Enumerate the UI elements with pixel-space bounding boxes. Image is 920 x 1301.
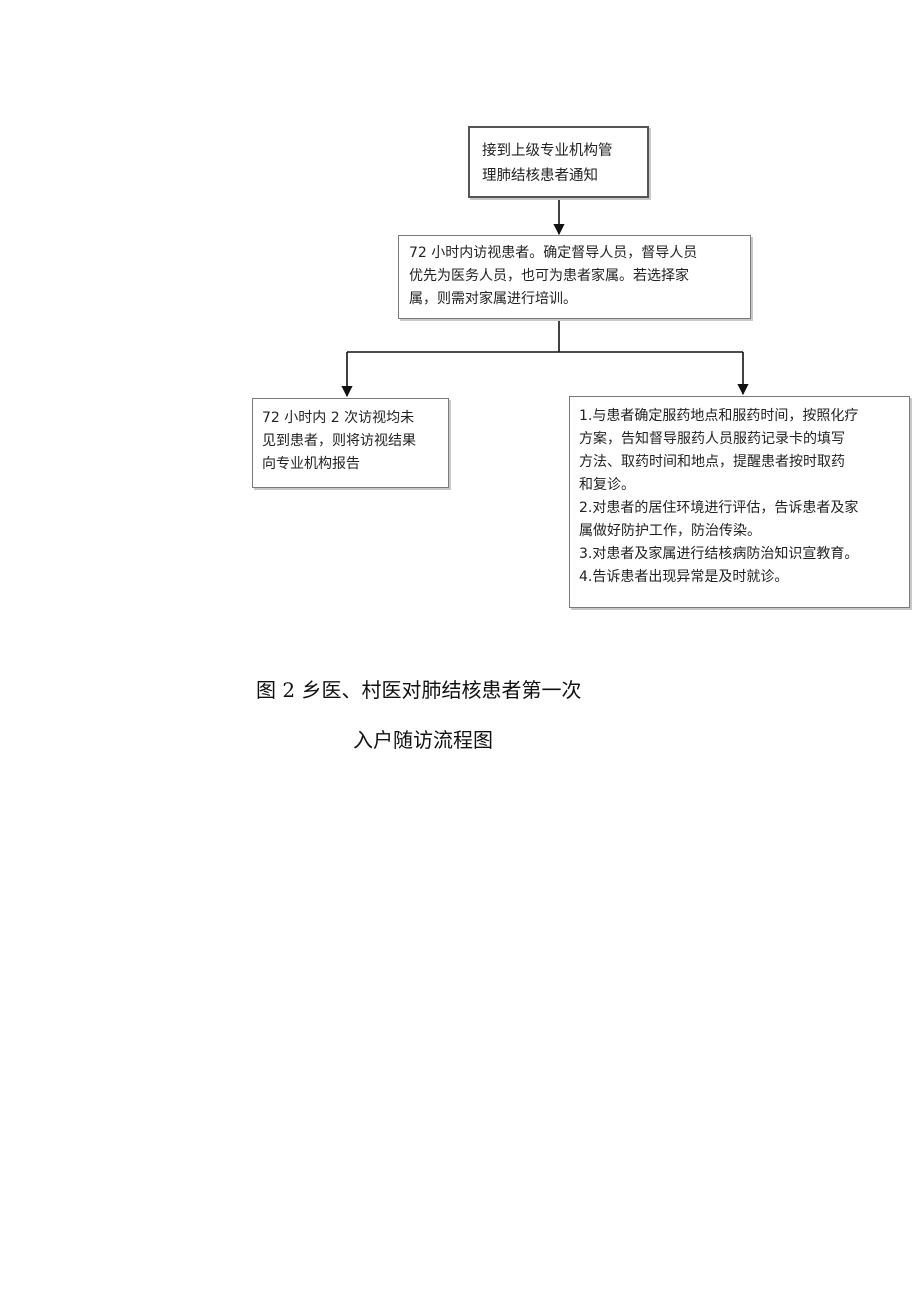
flow-node-72h-visit: 72 小时内访视患者。确定督导人员，督导人员 优先为医务人员，也可为患者家属。若… [398, 235, 751, 319]
node-text-line: 4.告诉患者出现异常是及时就诊。 [579, 569, 789, 585]
flow-node-visit-tasks: 1.与患者确定服药地点和服药时间，按照化疗 方案，告知督导服药人员服药记录卡的填… [569, 396, 910, 608]
node-text-line: 接到上级专业机构管 [482, 143, 613, 159]
node-text-line: 见到患者，则将访视结果 [262, 433, 416, 449]
figure-caption-line-2: 入户随访流程图 [353, 728, 493, 752]
flow-node-report-not-found: 72 小时内 2 次访视均未 见到患者，则将访视结果 向专业机构报告 [252, 398, 449, 488]
node-text-line: 1.与患者确定服药地点和服药时间，按照化疗 [579, 408, 859, 424]
node-text-line: 属，则需对家属进行培训。 [409, 291, 577, 307]
node-text-line: 和复诊。 [579, 477, 635, 493]
node-text-line: 2.对患者的居住环境进行评估，告诉患者及家 [579, 500, 859, 516]
flow-node-receive-notice: 接到上级专业机构管 理肺结核患者通知 [468, 126, 649, 198]
node-text-line: 优先为医务人员，也可为患者家属。若选择家 [409, 268, 689, 284]
node-text-line: 72 小时内 2 次访视均未 [262, 410, 415, 426]
node-text-line: 方案，告知督导服药人员服药记录卡的填写 [579, 431, 845, 447]
node-text-line: 3.对患者及家属进行结核病防治知识宣教育。 [579, 546, 859, 562]
node-text-line: 方法、取药时间和地点，提醒患者按时取药 [579, 454, 845, 470]
node-text-line: 72 小时内访视患者。确定督导人员，督导人员 [409, 245, 698, 261]
node-text-line: 理肺结核患者通知 [482, 168, 598, 184]
figure-caption-line-1: 图 2 乡医、村医对肺结核患者第一次 [256, 678, 582, 702]
node-text-line: 向专业机构报告 [262, 456, 360, 472]
node-text-line: 属做好防护工作，防治传染。 [579, 523, 761, 539]
